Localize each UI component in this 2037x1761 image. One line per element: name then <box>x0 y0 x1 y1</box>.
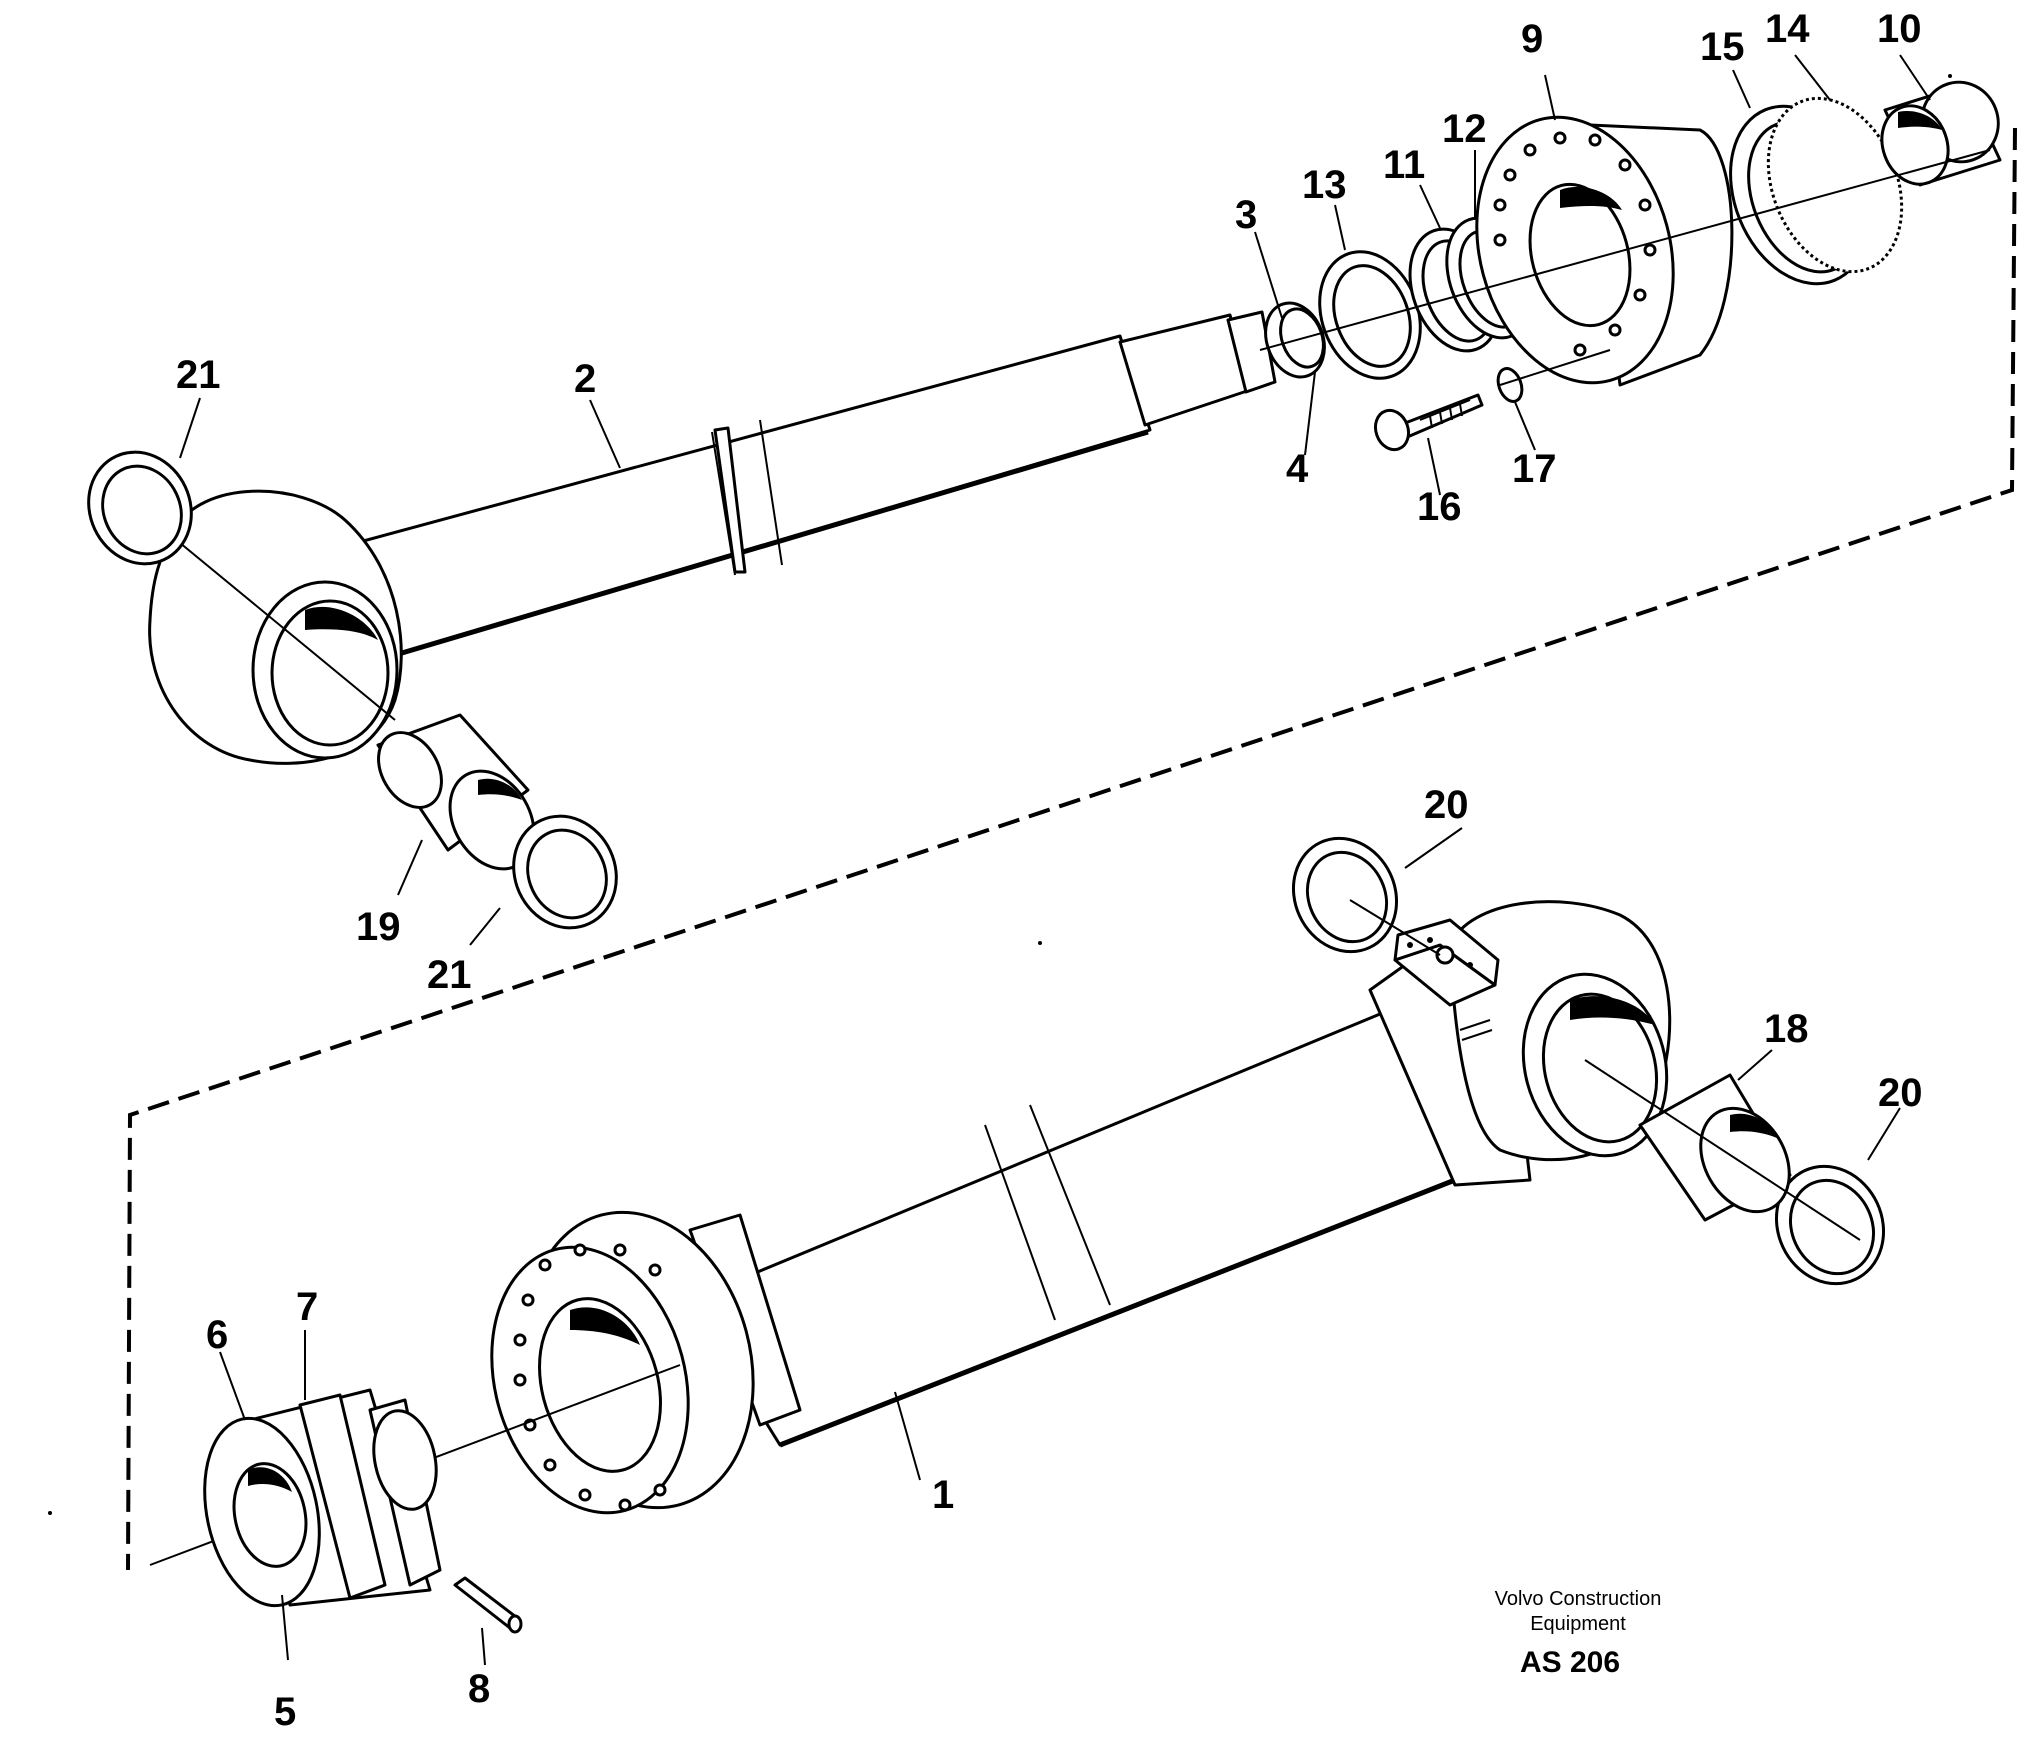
scan-dot <box>1038 941 1042 945</box>
callout-6: 6 <box>206 1313 228 1357</box>
bushing-part-18 <box>1638 1073 1792 1222</box>
piston-rod-part-2 <box>139 310 1277 765</box>
callout-4: 4 <box>1286 447 1309 491</box>
callout-13: 13 <box>1302 163 1347 207</box>
leader-lines <box>179 54 1931 1666</box>
bushing-part-19 <box>376 713 536 871</box>
piston-ring-part-7 <box>298 1393 387 1600</box>
callout-21-upper: 21 <box>176 353 221 397</box>
cylinder-head-part-9 <box>1475 115 1734 387</box>
axis-line-upper <box>1259 149 1991 351</box>
eye-axis-line <box>1584 1059 1861 1241</box>
ring-part-13 <box>1318 250 1422 380</box>
callout-18: 18 <box>1764 1007 1809 1051</box>
assembly-connector-dashed <box>126 127 2017 1571</box>
washer-part-17 <box>1496 367 1524 403</box>
callout-10: 10 <box>1877 7 1922 51</box>
flange-bolt-holes <box>513 1243 667 1512</box>
seal-ring-part-21-upper <box>87 450 193 566</box>
bolt-holes <box>1493 131 1657 357</box>
callout-17: 17 <box>1512 447 1557 491</box>
piston-collar <box>368 1398 442 1587</box>
port-axis-line <box>1349 899 1441 956</box>
bushing-part-10 <box>1880 80 2002 187</box>
cylinder-barrel-part-1 <box>490 900 1672 1515</box>
scan-dot <box>1948 74 1952 78</box>
callout-20-upper: 20 <box>1424 783 1469 827</box>
seal-ring-part-20-upper <box>1291 836 1399 954</box>
drawing-code: AS 206 <box>1520 1646 1620 1679</box>
callout-7: 7 <box>296 1285 318 1329</box>
callout-19: 19 <box>356 905 401 949</box>
seal-ring-part-20-lower <box>1774 1164 1886 1286</box>
pin-part-8 <box>453 1576 523 1634</box>
credit-line-2: Equipment <box>1530 1613 1626 1635</box>
scan-dot <box>48 1511 52 1515</box>
callout-2: 2 <box>574 357 596 401</box>
screw-part-16 <box>1373 393 1484 452</box>
credit-line-1: Volvo Construction <box>1495 1588 1662 1610</box>
callout-15: 15 <box>1700 25 1745 69</box>
screw-axis-line <box>1499 349 1611 386</box>
callout-21-lower: 21 <box>427 953 472 997</box>
seal-ring-part-21-lower <box>512 814 618 930</box>
callout-14: 14 <box>1765 7 1810 51</box>
callout-20-lower: 20 <box>1878 1071 1923 1115</box>
callout-9: 9 <box>1521 17 1543 61</box>
callout-3: 3 <box>1235 193 1257 237</box>
callout-12: 12 <box>1442 107 1487 151</box>
callout-11: 11 <box>1383 143 1425 187</box>
credit-block: Volvo Construction Equipment AS 206 <box>1495 1588 1662 1679</box>
callout-1: 1 <box>932 1473 954 1517</box>
callout-8: 8 <box>468 1667 490 1711</box>
callout-16: 16 <box>1417 485 1462 529</box>
callout-5: 5 <box>274 1690 296 1734</box>
